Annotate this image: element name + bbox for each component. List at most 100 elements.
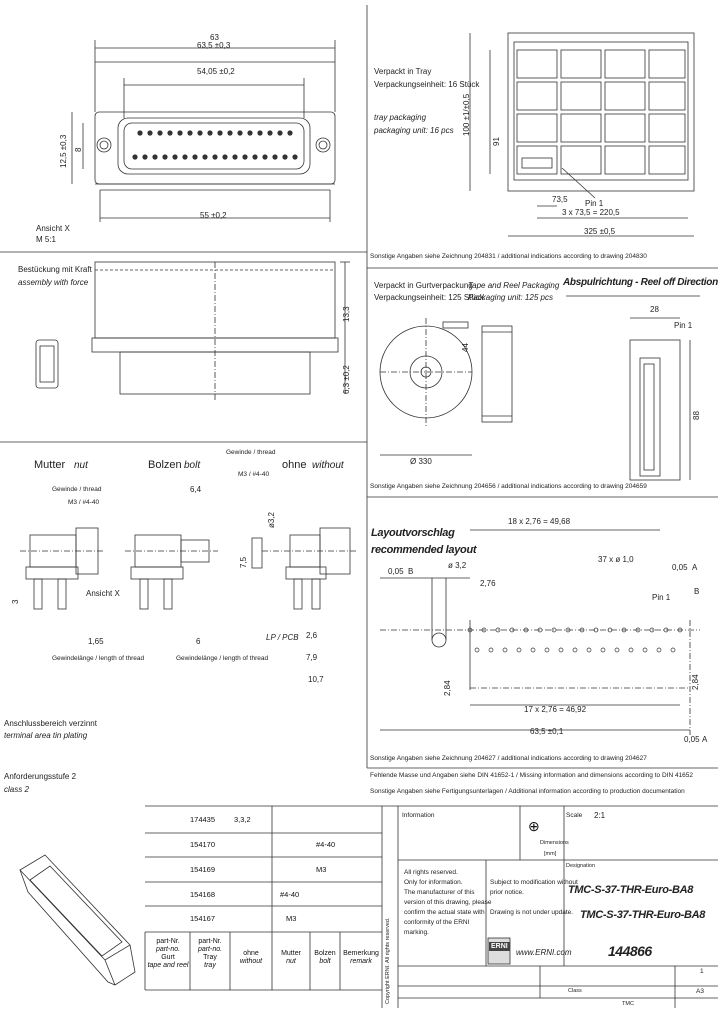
rights-line-4: version of this drawing, please	[404, 899, 492, 906]
layout-dim-right-tol: 0,05	[684, 735, 700, 744]
subject-line-3: Drawing is not under update.	[490, 909, 574, 916]
copyright-vertical: Copyright ERNI. All rights reserved.	[385, 917, 391, 1004]
layout-note: Sonstige Angaben siehe Zeichnung 204627 …	[370, 755, 647, 762]
footer-note-1: Fehlende Masse und Angaben siehe DIN 416…	[370, 772, 694, 779]
mount-dim-b: 6,3 ±0,2	[342, 365, 351, 394]
plating-line1-en: terminal area tin plating	[4, 731, 88, 740]
scale-value: 2:1	[594, 811, 606, 820]
sheet-number: 1	[700, 968, 704, 975]
subject-line-2: prior notice.	[490, 889, 524, 896]
variant-thread-m3: M3 / #4-40	[238, 471, 270, 478]
mount-dim-a: 13,3	[342, 306, 351, 322]
tray-title-en-1: tray packaging	[374, 113, 427, 122]
tray-pin1: Pin 1	[585, 199, 604, 208]
layout-dim-total: 63,5 ±0,1	[530, 727, 564, 736]
variant-lp-pcb: LP / PCB	[266, 633, 299, 642]
part-row-2-col-b: #4-40	[316, 840, 336, 849]
part-row-4-col-a: #4-40	[280, 890, 300, 899]
variant-thread-length-1: Gewindelänge / length of thread	[52, 655, 145, 662]
unit-label: [mm]	[544, 851, 557, 857]
variant-thread-label: Gewinde / thread	[226, 449, 276, 456]
projection-symbol-icon: ⊕	[528, 818, 540, 834]
dim-overall-tol: 63,5 ±0,3	[197, 41, 231, 50]
layout-dim-right-a: A	[702, 735, 708, 744]
reel-dim-tape: 44	[461, 343, 470, 352]
rights-line-5: confirm the actual state with	[404, 909, 485, 916]
dim-height-a: 12,5 ±0,3	[59, 134, 68, 168]
plating-line1-de: Anschlussbereich verzinnt	[4, 719, 97, 728]
plating-line2-de: Anforderungsstufe 2	[4, 772, 77, 781]
reel-title-de-1: Verpackt in Gurtverpackung	[374, 281, 473, 290]
dim-inner: 54,05 ±0,2	[197, 67, 235, 76]
class-value: TMC	[622, 1001, 634, 1007]
variant-thread-length-2: Gewindelänge / length of thread	[176, 655, 269, 662]
erni-logo: ERNI	[489, 942, 510, 951]
layout-dim-bottom-rep: 17 x 2,76 = 46,92	[524, 705, 587, 714]
layout-dim-b: B	[408, 567, 414, 576]
part-row-3-col-b: M3	[316, 865, 327, 874]
variant-without-en: without	[312, 460, 344, 471]
tray-title-de-1: Verpackt in Tray	[374, 67, 432, 76]
dimensions-label: Dimensions	[540, 840, 569, 846]
subject-line-1: Subject to modification without	[490, 879, 578, 886]
tray-dim-h-total: 100 ±1/±0,5	[462, 93, 471, 136]
tray-title-de-2: Verpackungseinheit: 16 Stück	[374, 80, 480, 89]
variant-thread-label-2: Gewinde / thread	[52, 486, 102, 493]
plating-line2-en: class 2	[4, 785, 29, 794]
part-row-5-col-a: M3	[286, 914, 297, 923]
reel-title-en-1: Tape and Reel Packaging	[468, 281, 560, 290]
rights-line-6: conformity of the ERNI	[404, 919, 470, 926]
class-label: Class	[568, 988, 582, 994]
rights-line-7: marking.	[404, 929, 429, 936]
variant-nut-en: nut	[74, 460, 88, 471]
tray-title-en-2: packaging unit: 16 pcs	[374, 126, 454, 135]
layout-title-en: recommended layout	[371, 544, 477, 556]
rights-line-2: Only for information.	[404, 879, 463, 886]
website-link[interactable]: www.ERNI.com	[516, 948, 572, 957]
tray-dim-width: 325 ±0,5	[584, 227, 616, 236]
layout-dim-a: A	[692, 563, 698, 572]
reel-dim-dia: Ø 330	[410, 457, 432, 466]
dim-overall: 63	[210, 33, 219, 42]
dim-bottom: 55 ±0,2	[200, 211, 227, 220]
tray-note: Sonstige Angaben siehe Zeichnung 204831 …	[370, 253, 647, 260]
view-x-label: Ansicht X	[36, 224, 70, 233]
drawing-number: 144866	[608, 943, 652, 959]
reel-title-en-2: Packaging unit: 125 pcs	[468, 293, 553, 302]
part-name-en: TMC-S-37-THR-Euro-BA8	[580, 909, 706, 921]
designation-label: Designation	[566, 863, 596, 869]
layout-dim-holes: 37 x ø 1,0	[598, 555, 634, 564]
information-label: Information	[402, 812, 435, 819]
layout-dim-top: 18 x 2,76 = 49,68	[508, 517, 571, 526]
variant-dim-g: 2,6	[306, 631, 318, 640]
view-x-scale: M 5:1	[36, 235, 57, 244]
variant-bolt-en: bolt	[184, 460, 201, 471]
layout-dim-dia: ø 3,2	[448, 561, 467, 570]
reel-note: Sonstige Angaben siehe Zeichnung 204656 …	[370, 483, 647, 490]
dim-height-b: 8	[74, 147, 83, 152]
scale-label: Scale	[566, 812, 583, 819]
layout-dim-tol: 0,05	[672, 563, 688, 572]
layout-dim-flat: 0,05	[388, 567, 404, 576]
tray-dim-pitch-rep: 3 x 73,5 = 220,5	[562, 208, 620, 217]
layout-dim-284: 2,84	[443, 680, 452, 696]
part-row-1-number: 174435	[190, 815, 216, 824]
layout-dim-vert: 2,84	[691, 674, 700, 690]
layout-pin1: Pin 1	[652, 593, 671, 602]
variant-dim-b: ø3,2	[267, 511, 276, 528]
footer-note-2: Sonstige Angaben siehe Fertigungsunterla…	[370, 788, 685, 795]
format-label: A3	[696, 988, 704, 995]
variant-view-x: Ansicht X	[86, 589, 120, 598]
layout-title-de: Layoutvorschlag	[371, 527, 455, 539]
variant-bolt-de: Bolzen	[148, 459, 182, 471]
variant-thread-m3-b: M3 / #4-40	[68, 499, 100, 506]
rights-line-1: All rights reserved.	[404, 869, 458, 876]
reel-pin1: Pin 1	[674, 321, 693, 330]
part-row-2-number: 154170	[190, 840, 216, 849]
